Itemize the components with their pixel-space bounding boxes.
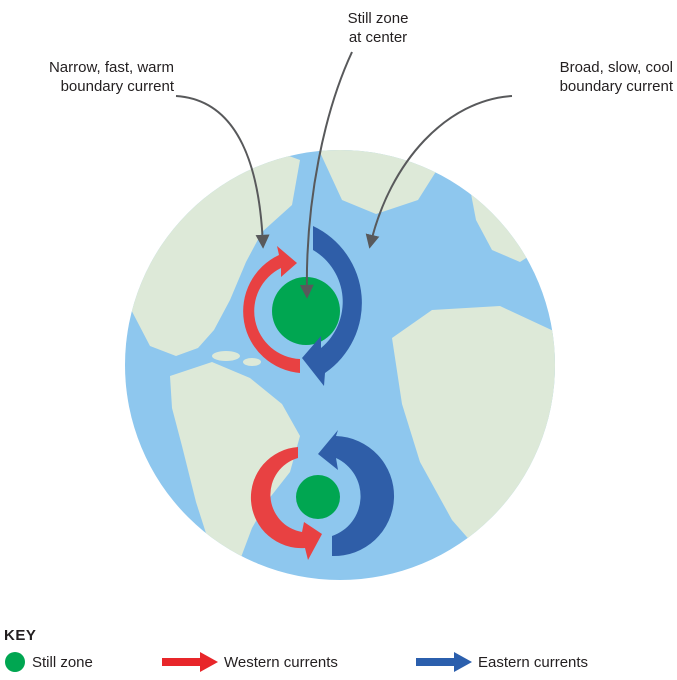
eastern-current-north (302, 226, 362, 386)
leader-line-western (175, 95, 270, 249)
western-current-north (243, 246, 300, 373)
key-title: KEY (4, 627, 37, 644)
key-item-western-currents: Western currents (162, 650, 338, 674)
callout-still-zone: Still zone at center (318, 9, 438, 47)
leader-line-eastern (365, 95, 513, 249)
blue-arrow-icon (416, 652, 472, 672)
key-label-still-zone: Still zone (32, 653, 93, 671)
key-item-eastern-currents: Eastern currents (416, 650, 588, 674)
callout-still-line-2: at center (348, 29, 408, 46)
callout-still-line-1: Still zone (347, 10, 409, 27)
leader-line-still (299, 51, 353, 299)
western-current-south (250, 447, 322, 560)
key-label-western-currents: Western currents (224, 653, 338, 671)
callout-west-line-1: Narrow, fast, warm (48, 59, 174, 76)
eastern-current-south (318, 430, 395, 557)
callout-western-current: Narrow, fast, warm boundary current (4, 58, 174, 96)
key-item-still-zone: Still zone (4, 650, 93, 674)
callout-east-line-2: boundary current (559, 78, 673, 95)
callout-east-line-1: Broad, slow, cool (559, 59, 673, 76)
red-arrow-icon (162, 652, 218, 672)
key-label-eastern-currents: Eastern currents (478, 653, 589, 671)
green-dot-icon (5, 652, 25, 672)
callout-west-line-2: boundary current (60, 78, 174, 95)
still-zone-north (272, 277, 340, 345)
still-zone-south (296, 475, 340, 519)
callout-eastern-current: Broad, slow, cool boundary current (515, 58, 673, 96)
